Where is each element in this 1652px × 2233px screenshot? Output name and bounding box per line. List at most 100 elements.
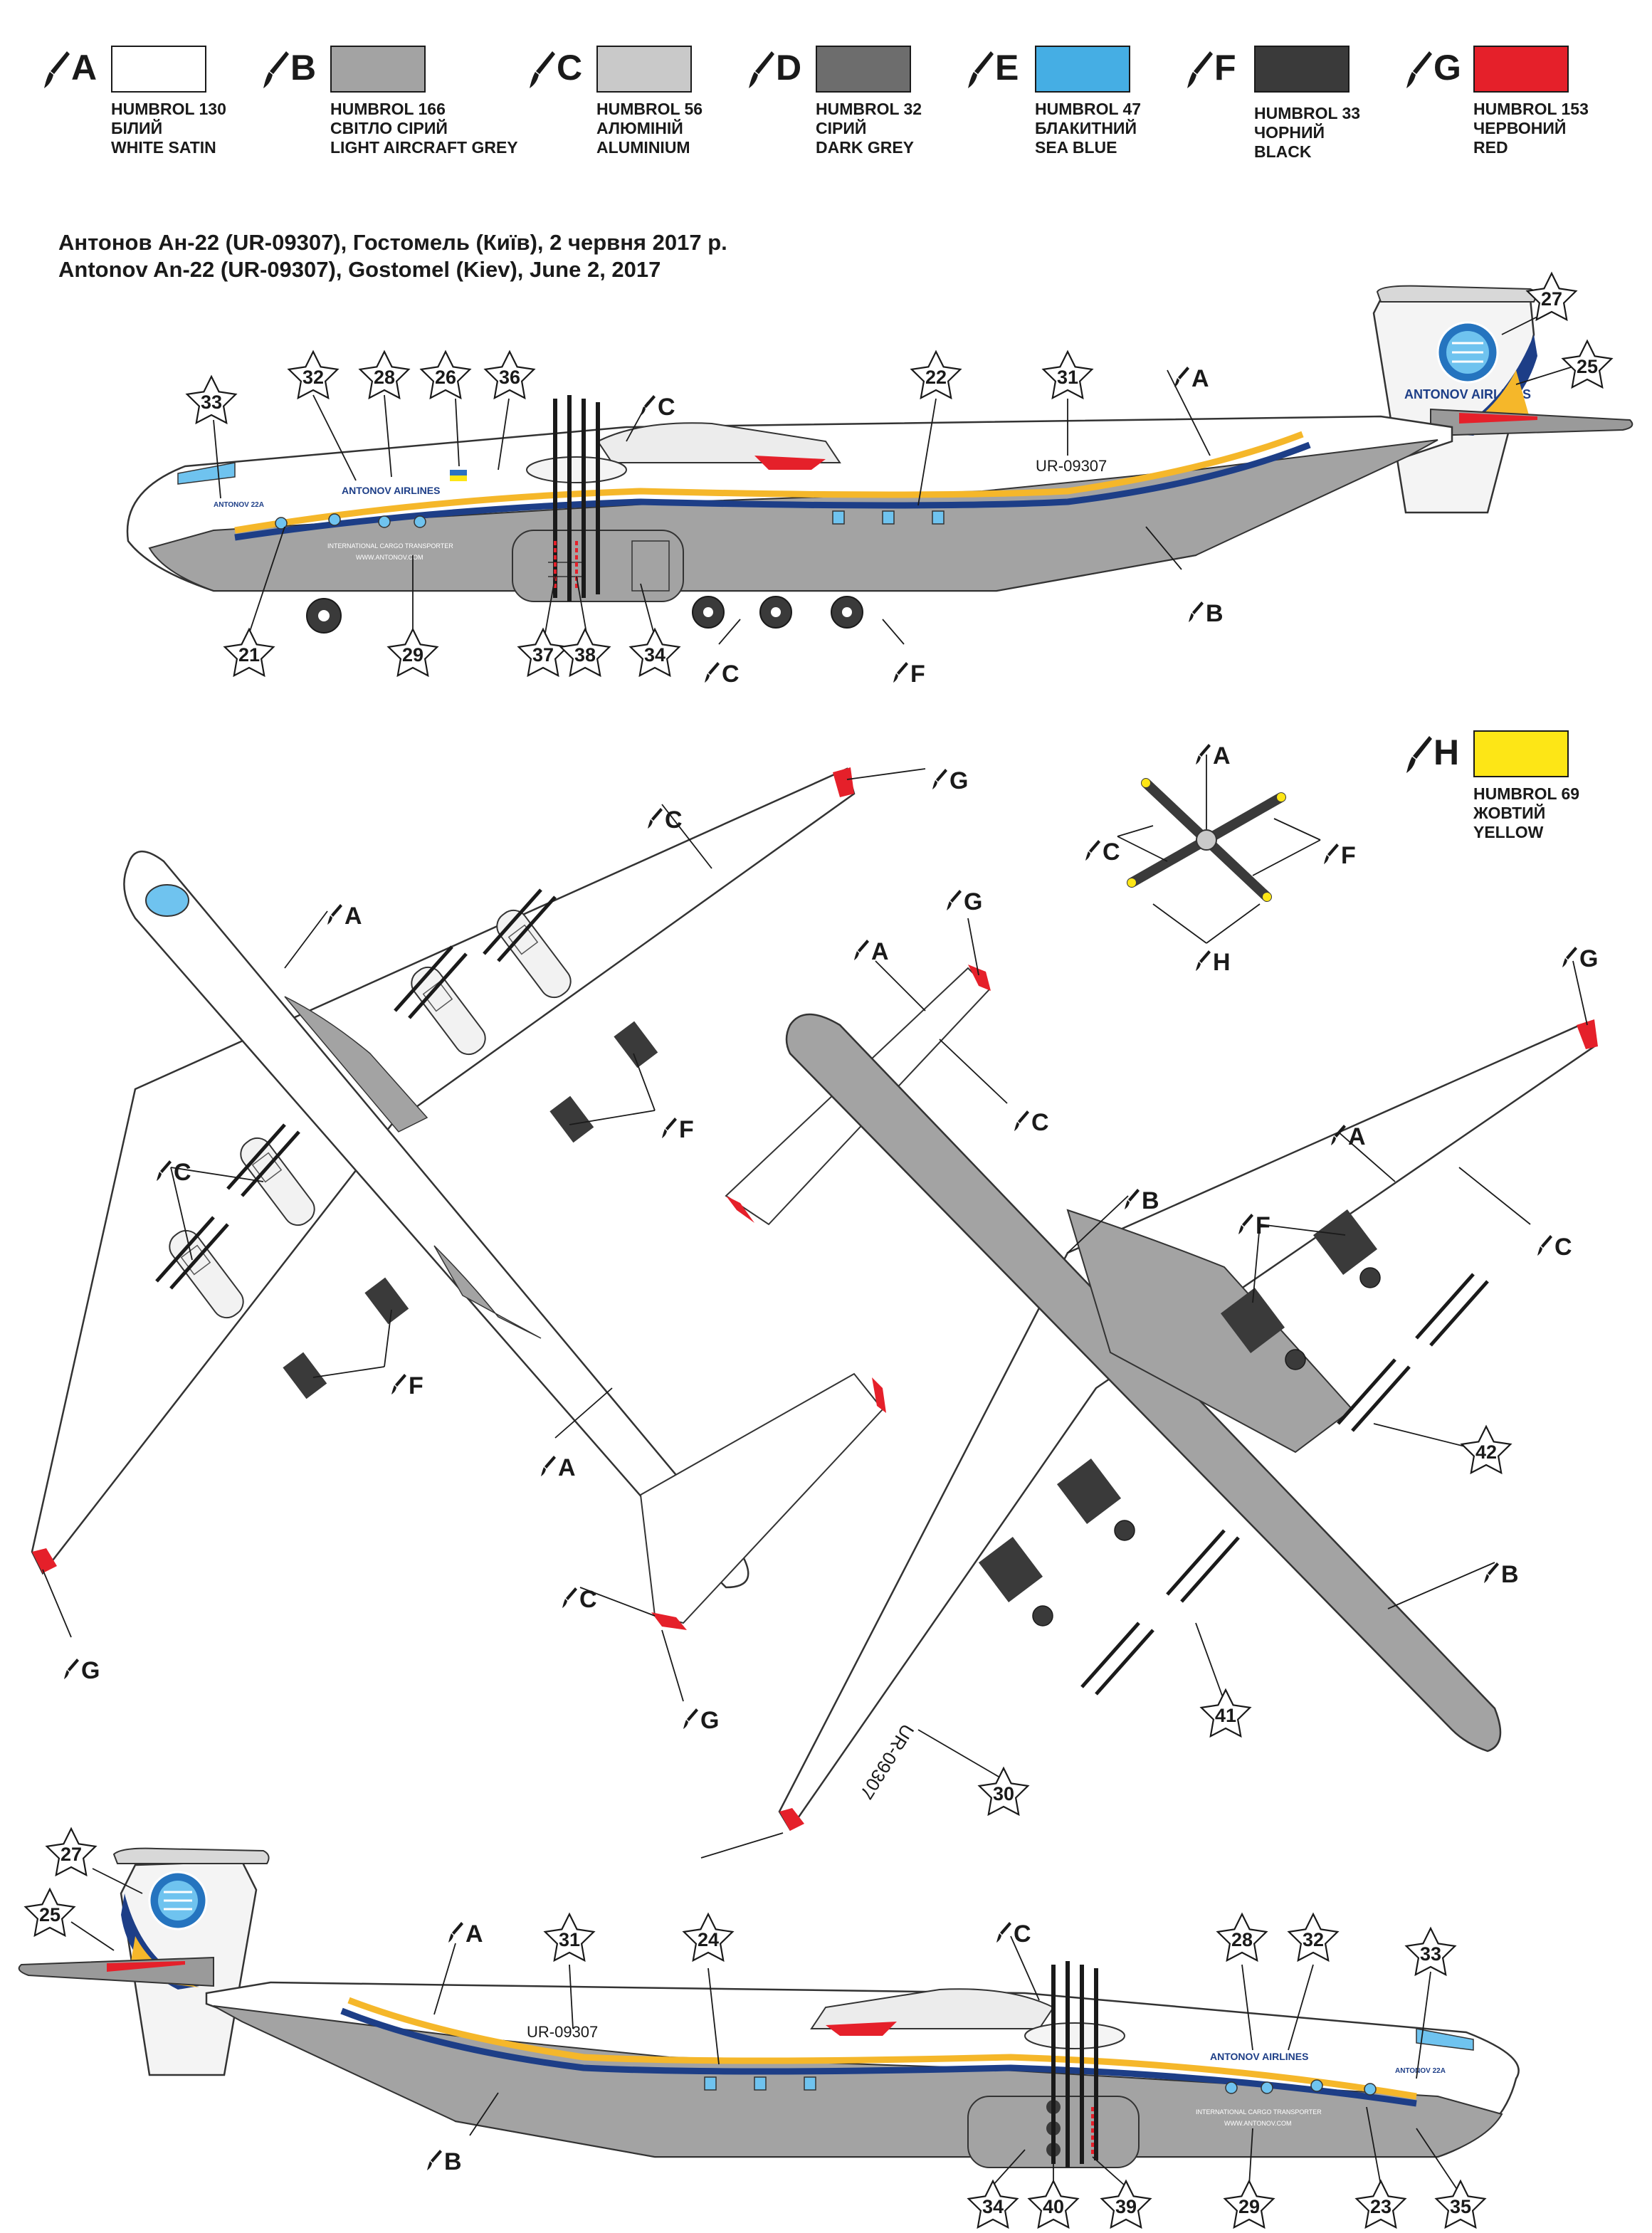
ref-star-number: 29: [1238, 2196, 1260, 2217]
right-profile-view: ANTONOV AIRLINES ANTONOV 22A INTERNATION…: [18, 1847, 1520, 2193]
paint-callout: C: [1537, 1234, 1572, 1261]
callout-letter: A: [1191, 365, 1209, 392]
swatch-color-box: [1473, 730, 1569, 777]
callout-letter: A: [1348, 1123, 1366, 1150]
swatch-code: HUMBROL 33: [1254, 104, 1361, 122]
ref-star: 26: [420, 350, 471, 399]
ref-star: 24: [683, 1913, 734, 1962]
callout-letter: G: [81, 1657, 100, 1684]
paint-callout: B: [1189, 600, 1224, 627]
paint-callout: A: [1174, 365, 1209, 392]
callout-letter: G: [949, 767, 968, 794]
bottom-view: UR-09307: [700, 918, 1598, 1859]
callout-letter: B: [444, 2148, 462, 2175]
callout-letter: A: [871, 938, 889, 965]
swatch-labels: HUMBROL 153 ЧЕРВОНИЙ RED: [1473, 100, 1652, 157]
callout-letter: A: [558, 1454, 576, 1481]
swatch-labels: HUMBROL 47 БЛАКИТНИЙ SEA BLUE: [1035, 100, 1248, 157]
ref-star-number: 31: [1057, 367, 1078, 388]
top-view: [31, 767, 926, 1702]
swatch-name-en: DARK GREY: [816, 138, 915, 157]
swatch-letter: B: [290, 48, 317, 88]
ref-star: 22: [910, 350, 962, 399]
airline-name: ANTONOV AIRLINES: [342, 485, 440, 496]
ref-star: 28: [359, 350, 410, 399]
swatch-code: HUMBROL 153: [1473, 100, 1589, 118]
brush-icon: [683, 1708, 698, 1729]
ref-star-number: 21: [238, 644, 260, 666]
swatch-color-box: [816, 46, 911, 93]
ref-star: 27: [1526, 272, 1577, 321]
ref-star: 25: [24, 1888, 75, 1937]
callout-letter: F: [1256, 1212, 1270, 1239]
ref-star: 36: [484, 350, 535, 399]
brush-icon: [1125, 1189, 1140, 1209]
swatch-name-en: YELLOW: [1473, 823, 1544, 841]
callout-letter: G: [964, 888, 982, 915]
brush-icon: [562, 1587, 577, 1608]
ref-star: 41: [1200, 1688, 1251, 1738]
paint-callout: A: [1196, 742, 1231, 769]
ref-star-number: 28: [374, 367, 395, 388]
swatch-labels: HUMBROL 130 БІЛИЙ WHITE SATIN: [111, 100, 325, 157]
brush-icon: [749, 51, 774, 88]
ref-star-number: 30: [993, 1783, 1014, 1804]
ref-star: 38: [559, 628, 611, 677]
swatch-letter: A: [71, 48, 98, 88]
ref-star: 40: [1028, 2180, 1079, 2229]
swatch-name-en: RED: [1473, 138, 1508, 157]
brush-icon: [1196, 950, 1211, 971]
callout-letter: C: [722, 661, 740, 688]
brush-icon: [1406, 736, 1432, 773]
swatch-letter: G: [1433, 48, 1461, 88]
website-rh: WWW.ANTONOV.COM: [1224, 2120, 1292, 2127]
swatch-color-box: [330, 46, 426, 93]
swatch-name-en: WHITE SATIN: [111, 138, 216, 157]
swatch-name-en: LIGHT AIRCRAFT GREY: [330, 138, 518, 157]
swatch-code: HUMBROL 130: [111, 100, 226, 118]
callout-letter: A: [1213, 742, 1231, 769]
paint-callout: C: [705, 661, 740, 688]
paint-callout: A: [327, 903, 362, 930]
paint-callout: F: [662, 1116, 694, 1143]
swatch-code: HUMBROL 166: [330, 100, 446, 118]
brush-icon: [1187, 51, 1213, 88]
paint-callout: G: [64, 1657, 100, 1684]
brush-icon: [327, 904, 342, 925]
ref-star: 23: [1355, 2180, 1406, 2229]
paint-callout: C: [1014, 1109, 1049, 1136]
callout-letter: F: [409, 1372, 423, 1399]
ref-star: 34: [629, 628, 680, 677]
swatch-name-en: ALUMINIUM: [596, 138, 690, 157]
swatch-code: HUMBROL 47: [1035, 100, 1142, 118]
caption-en: Antonov An-22 (UR-09307), Gostomel (Kiev…: [58, 257, 661, 282]
brush-icon: [391, 1374, 406, 1394]
paint-callout: G: [947, 888, 982, 915]
propeller-detail: [1117, 755, 1321, 944]
ref-star-number: 28: [1231, 1929, 1253, 1950]
ref-star-number: 32: [1303, 1929, 1324, 1950]
swatch-name-en: BLACK: [1254, 142, 1312, 161]
paint-callout: B: [1125, 1187, 1159, 1214]
ref-star: 29: [1224, 2180, 1275, 2229]
brush-icon: [662, 1118, 677, 1138]
paint-callout: H: [1196, 949, 1231, 976]
callout-letter: C: [658, 394, 675, 421]
airline-name-rh: ANTONOV AIRLINES: [1210, 2051, 1308, 2062]
profile-caption: Антонов Ан-22 (UR-09307), Гостомель (Киї…: [58, 229, 727, 283]
ref-star: 30: [978, 1767, 1029, 1816]
callout-letter: A: [465, 1921, 483, 1948]
swatch-color-box: [1473, 46, 1569, 93]
paint-callout: G: [932, 767, 968, 794]
swatch-code: HUMBROL 32: [816, 100, 922, 118]
ref-star: 31: [544, 1913, 595, 1962]
callout-letter: A: [344, 903, 362, 930]
paint-callout: A: [1331, 1123, 1366, 1150]
ref-star-number: 34: [644, 644, 665, 666]
ref-star: 39: [1100, 2180, 1152, 2229]
paint-callout: A: [448, 1921, 483, 1948]
swatch-name-uk: БІЛИЙ: [111, 119, 163, 137]
left-profile-view: ANTONOV AIRLINES: [126, 285, 1633, 645]
ref-star: 33: [1405, 1927, 1456, 1976]
swatch-labels: HUMBROL 32 СІРИЙ DARK GREY: [816, 100, 1029, 157]
